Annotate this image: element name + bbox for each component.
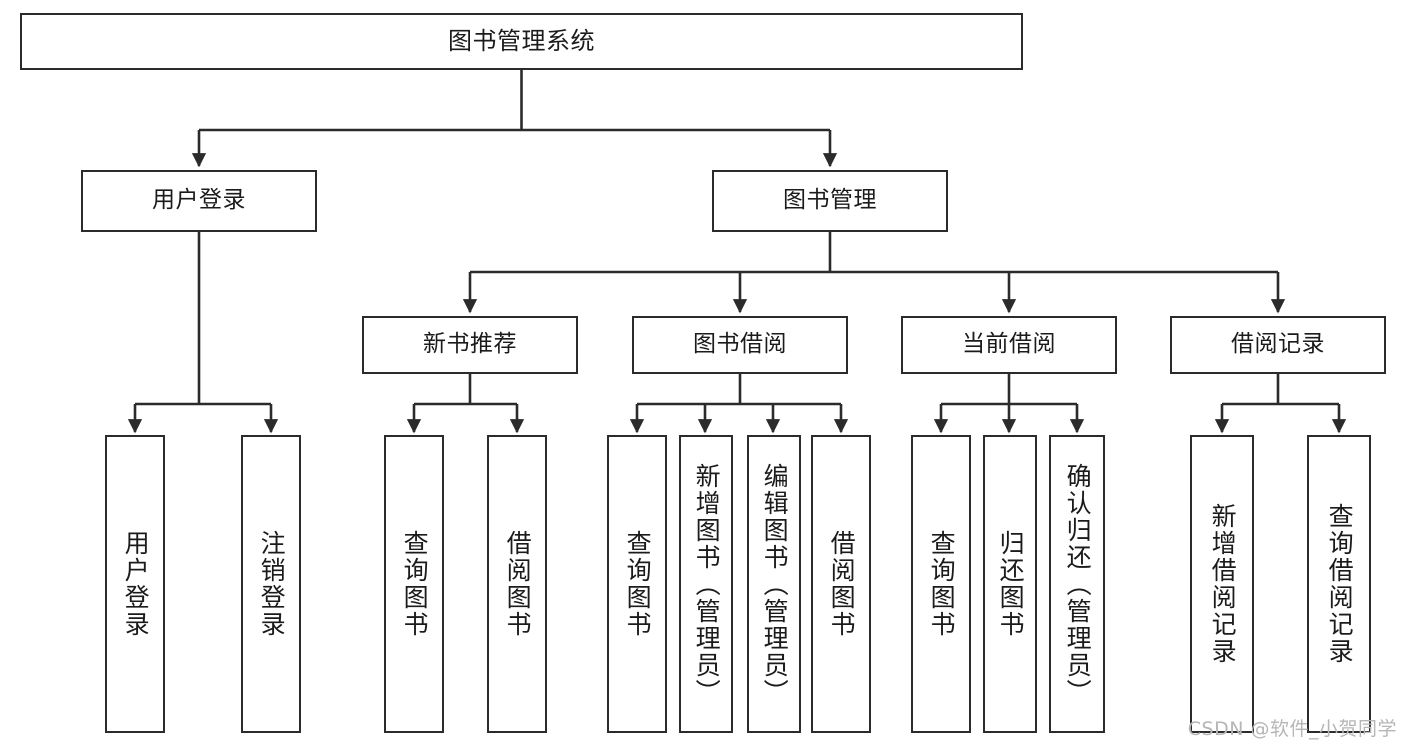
node-new-book-recommendation[interactable]: 新书推荐 (362, 316, 578, 374)
node-label: 借阅图书 (827, 530, 857, 638)
node-label: 用户登录 (121, 530, 151, 638)
node-leaf-add-book-admin[interactable]: 新增图书（管理员） (679, 435, 733, 733)
node-leaf-edit-book-admin[interactable]: 编辑图书（管理员） (747, 435, 801, 733)
node-label: 当前借阅 (962, 331, 1056, 358)
node-label: 新增图书（管理员） (692, 462, 722, 706)
node-label: 编辑图书（管理员） (760, 462, 790, 706)
node-label: 归还图书 (996, 530, 1026, 638)
node-root-book-management-system[interactable]: 图书管理系统 (20, 13, 1023, 70)
node-label: 新增借阅记录 (1208, 503, 1238, 665)
node-label: 确认归还（管理员） (1063, 462, 1093, 706)
node-label: 查询图书 (927, 530, 957, 638)
node-leaf-confirm-return-admin[interactable]: 确认归还（管理员） (1049, 435, 1105, 733)
node-current-borrow[interactable]: 当前借阅 (901, 316, 1117, 374)
node-leaf-borrow-book-recommend[interactable]: 借阅图书 (487, 435, 547, 733)
node-leaf-borrow-book-borrow[interactable]: 借阅图书 (811, 435, 871, 733)
node-leaf-return-book[interactable]: 归还图书 (983, 435, 1037, 733)
node-label: 查询借阅记录 (1325, 503, 1355, 665)
node-leaf-logout[interactable]: 注销登录 (241, 435, 301, 733)
node-label: 查询图书 (400, 530, 430, 638)
node-label: 图书管理系统 (448, 27, 595, 56)
node-leaf-query-book-recommend[interactable]: 查询图书 (384, 435, 444, 733)
node-label: 借阅图书 (503, 530, 533, 638)
node-book-management[interactable]: 图书管理 (712, 170, 948, 232)
node-label: 图书借阅 (693, 331, 787, 358)
node-label: 新书推荐 (423, 331, 517, 358)
node-leaf-add-borrow-record[interactable]: 新增借阅记录 (1190, 435, 1254, 733)
node-leaf-query-borrow-record[interactable]: 查询借阅记录 (1307, 435, 1371, 733)
node-label: 用户登录 (152, 187, 246, 214)
node-label: 查询图书 (623, 530, 653, 638)
node-label: 借阅记录 (1231, 331, 1325, 358)
node-leaf-query-book-borrow[interactable]: 查询图书 (607, 435, 667, 733)
node-user-login[interactable]: 用户登录 (81, 170, 317, 232)
node-leaf-query-book-current[interactable]: 查询图书 (911, 435, 971, 733)
csdn-watermark: CSDN @软件_小贺同学 (1187, 718, 1397, 740)
node-borrow-record[interactable]: 借阅记录 (1170, 316, 1386, 374)
node-label: 注销登录 (257, 530, 287, 638)
node-leaf-user-login[interactable]: 用户登录 (105, 435, 165, 733)
node-book-borrow[interactable]: 图书借阅 (632, 316, 848, 374)
node-label: 图书管理 (783, 187, 877, 214)
